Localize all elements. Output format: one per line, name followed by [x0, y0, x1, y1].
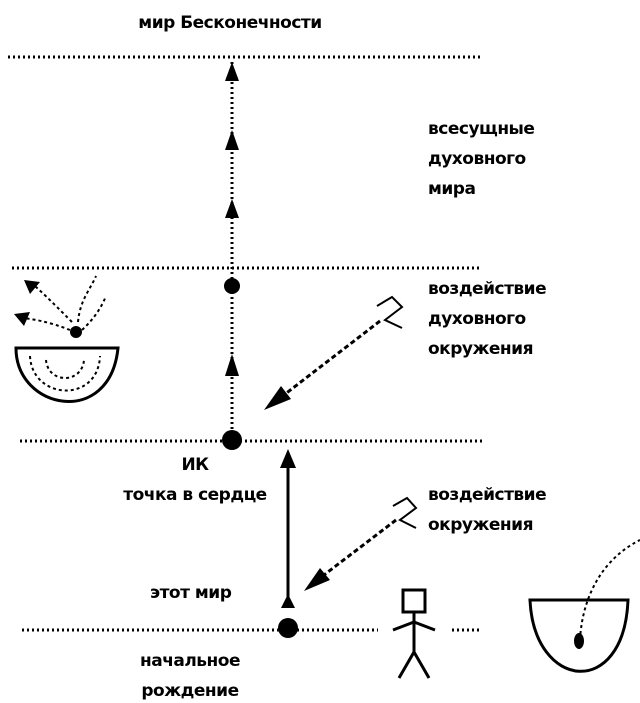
ascent-arrowhead: [280, 449, 296, 468]
ray-arrowhead: [24, 280, 40, 294]
influence-arrowhead-lower: [304, 568, 330, 591]
label-line: мира: [428, 179, 476, 199]
label-line: точка в сердце: [123, 485, 267, 505]
vessel-upper-left: [14, 346, 120, 403]
label-spiritual-world-block: всесущные духовного мира: [428, 114, 535, 204]
level-node-bottom: [278, 618, 298, 638]
label-line: окружения: [428, 339, 534, 359]
ascent-arrowhead: [225, 130, 239, 150]
label-this-world: этот мир: [150, 583, 232, 603]
ascent-arrowhead: [225, 199, 239, 218]
ascent-arrowhead: [225, 354, 239, 376]
level-node-middle: [222, 430, 242, 450]
label-point-in-heart-block: ИК точка в сердце: [60, 450, 330, 510]
title-infinite-world: мир Бесконечности: [138, 13, 322, 33]
label-line: духовного: [428, 149, 526, 169]
number-two-glyph-lower: [392, 496, 418, 529]
vessel-inner-upper-left: [29, 355, 101, 392]
label-environment-block: воздействие окружения: [428, 480, 547, 540]
number-two-glyph-upper: [376, 295, 404, 329]
ray-arrowhead: [14, 312, 30, 326]
label-line: воздействие: [428, 485, 547, 505]
label-spiritual-environment-block: воздействие духовного окружения: [428, 274, 547, 364]
label-line: духовного: [428, 309, 526, 329]
spark-stem: [579, 539, 640, 641]
spark: [70, 326, 82, 338]
ascent-arrowhead: [281, 594, 295, 608]
level-node-upper: [224, 278, 240, 294]
spark-lower-right: [574, 633, 584, 649]
label-line: воздействие: [428, 279, 547, 299]
incoming-ray: [29, 281, 73, 323]
influence-arrow-lower: [319, 518, 397, 580]
ascent-arrowhead: [225, 62, 239, 81]
vessel-core-upper-left: [45, 359, 85, 379]
label-line: рождение: [141, 681, 239, 701]
label-line: начальное: [139, 651, 241, 671]
label-initial-birth-block: начальное рождение: [90, 646, 290, 703]
vessel-lower-right: [528, 598, 630, 673]
influence-arrow-upper: [279, 319, 381, 400]
label-line: окружения: [428, 515, 534, 535]
incoming-ray: [81, 295, 107, 331]
label-line: всесущные: [428, 119, 535, 139]
person-icon: [392, 588, 436, 679]
influence-arrowhead-upper: [264, 386, 291, 410]
incoming-ray: [77, 275, 97, 323]
label-line: ИК: [181, 455, 209, 475]
